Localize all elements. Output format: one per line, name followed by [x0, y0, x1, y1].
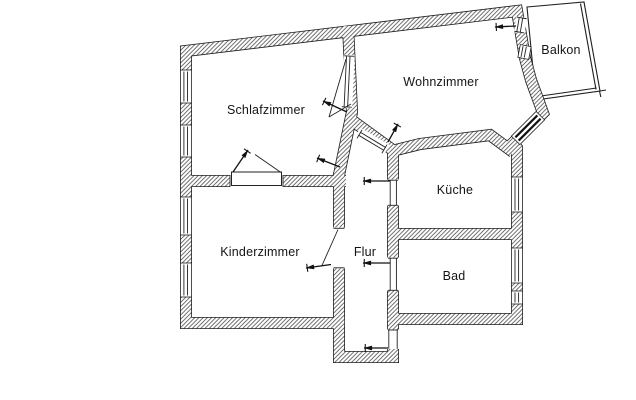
room-label-bad: Bad — [443, 269, 466, 283]
direction-arrow — [321, 97, 348, 113]
window — [510, 290, 523, 305]
window — [179, 196, 192, 236]
window — [517, 44, 532, 60]
room-label-kinderzimmer: Kinderzimmer — [220, 245, 300, 259]
balcony-door — [513, 16, 528, 34]
door-direction-arrows — [232, 22, 517, 353]
room-label-schlafzimmer: Schlafzimmer — [227, 103, 305, 117]
direction-arrow — [232, 148, 251, 173]
door — [354, 127, 390, 156]
corner-window — [510, 110, 546, 146]
window — [179, 262, 192, 298]
room-label-kueche: Küche — [437, 183, 473, 197]
direction-arrow — [305, 263, 332, 272]
window — [510, 247, 523, 284]
room-label-flur: Flur — [354, 245, 376, 259]
direction-arrow — [316, 154, 341, 168]
door — [387, 257, 399, 291]
direction-arrow — [494, 22, 517, 32]
room-label-balkon: Balkon — [541, 43, 580, 57]
double-door — [229, 154, 284, 188]
door — [321, 227, 346, 269]
door — [387, 179, 399, 206]
direction-arrow — [387, 122, 402, 143]
entrance-door — [387, 329, 399, 349]
room-label-wohnzimmer: Wohnzimmer — [403, 75, 478, 89]
window — [179, 69, 192, 104]
door — [328, 54, 355, 118]
window — [510, 176, 523, 213]
window — [179, 124, 192, 158]
